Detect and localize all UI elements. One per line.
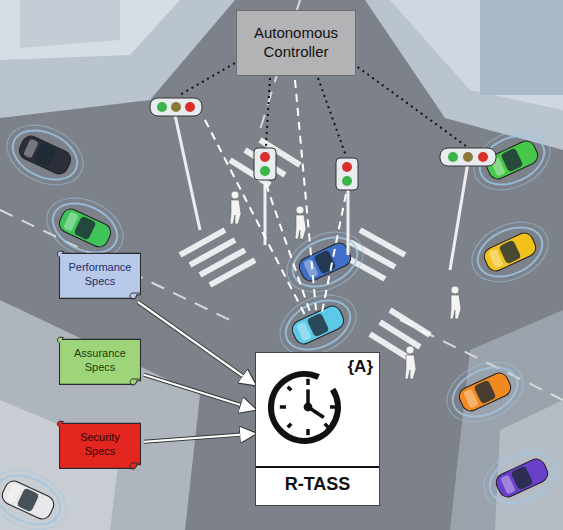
assurance-mark: {A} [347,357,373,377]
connector-shadow [138,302,255,385]
spec-scroll: Security Specs [56,418,144,472]
controller-box: Autonomous Controller [236,10,356,76]
rtass-box: {A} R-TASS [255,352,380,506]
arrow-connector [138,302,255,385]
node-label: Assurance Specs [66,347,134,375]
spec-scroll: Assurance Specs [56,334,144,388]
node-label: Security Specs [66,431,134,459]
node-label: Autonomous Controller [243,24,349,62]
connector-shadow [144,375,255,410]
node-label: Performance Specs [66,261,134,289]
connector-shadow [144,434,255,442]
clock-icon [264,363,352,451]
spec-scroll: Performance Specs [56,248,144,302]
arrow-connector [144,434,255,442]
arrow-connector [144,375,255,410]
box-title: R-TASS [256,466,379,495]
